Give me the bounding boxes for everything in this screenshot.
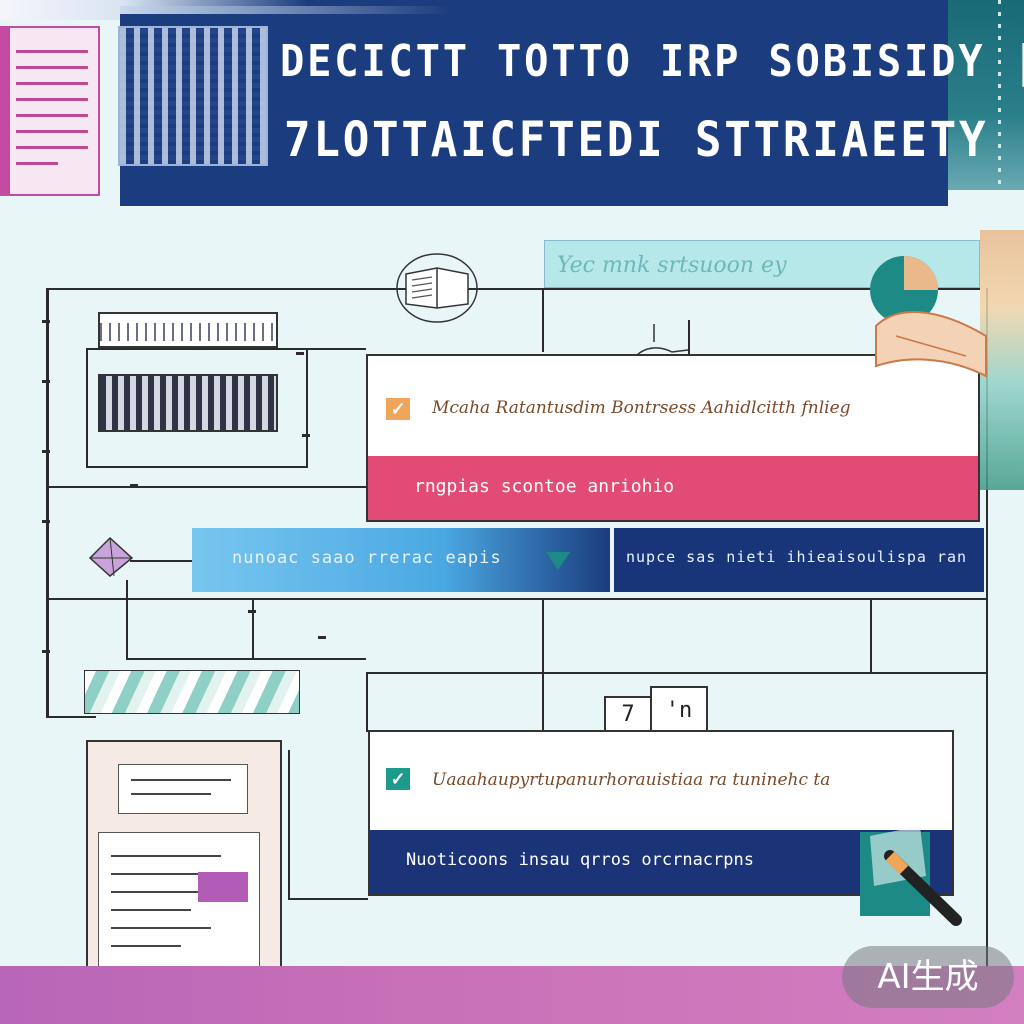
gem-icon bbox=[88, 536, 134, 577]
check-square-icon: ✓ bbox=[386, 398, 410, 420]
check-square-icon: ✓ bbox=[386, 768, 410, 790]
card-upper: ✓ Mcaha Ratantusdim Bontrsess Aahidlcitt… bbox=[366, 354, 980, 522]
card-upper-band-text: rngpias scontoe anriohio bbox=[414, 476, 675, 497]
small-box-2: 'n bbox=[650, 686, 708, 732]
card-lower-heading: Uaaahaupyrtupanurhorauistiaa ra tuninehc… bbox=[432, 770, 831, 790]
open-book-icon bbox=[396, 253, 478, 323]
blue-bar-text: nunoac saao rrerac eapis bbox=[232, 548, 502, 568]
header-banner: DECICTT TOTTO IRP SOBISIDY | 7LOTTAICFTE… bbox=[0, 0, 1024, 208]
page-title-line-2: 7LOTTAICFTEDI STTRIAEETY bbox=[284, 112, 989, 168]
card-lower-band-text: Nuoticoons insau qrros orcrnacrpns bbox=[406, 850, 754, 870]
pink-document-graphic bbox=[0, 26, 100, 196]
striped-progress-bar bbox=[84, 670, 300, 714]
plant-icon bbox=[870, 256, 987, 378]
navy-bar: nupce sas nieti ihieaisoulispa ran bbox=[614, 528, 984, 592]
header-right-decoration bbox=[948, 0, 1024, 190]
pencil-icon bbox=[860, 826, 962, 926]
document-stack-graphic bbox=[86, 740, 282, 998]
ai-generated-badge: AI生成 bbox=[842, 946, 1014, 1008]
document-top-sheet bbox=[118, 764, 248, 814]
card-upper-band: rngpias scontoe anriohio bbox=[368, 456, 978, 520]
card-lower-band: Nuoticoons insau qrros orcrnacrpns bbox=[370, 830, 952, 894]
blue-bar: nunoac saao rrerac eapis bbox=[192, 528, 610, 592]
card-upper-heading: Mcaha Ratantusdim Bontrsess Aahidlcitth … bbox=[432, 398, 851, 418]
small-box-1: 7 bbox=[604, 696, 652, 732]
document-inner-sheet bbox=[98, 832, 260, 986]
form-strip-box bbox=[98, 312, 278, 348]
navy-bar-text: nupce sas nieti ihieaisoulispa ran bbox=[626, 548, 968, 566]
right-edge-decoration bbox=[980, 230, 1024, 490]
leaf-icon bbox=[546, 552, 570, 570]
page-title-line-1: DECICTT TOTTO IRP SOBISIDY | bbox=[280, 36, 1024, 87]
blueprint-grid-graphic bbox=[118, 26, 268, 166]
teal-panel-text: Yec mnk srtsuoon ey bbox=[557, 253, 787, 278]
card-lower: ✓ Uaaahaupyrtupanurhorauistiaa ra tunine… bbox=[368, 730, 954, 896]
document-tab bbox=[198, 872, 248, 902]
server-rack-box bbox=[98, 374, 278, 432]
